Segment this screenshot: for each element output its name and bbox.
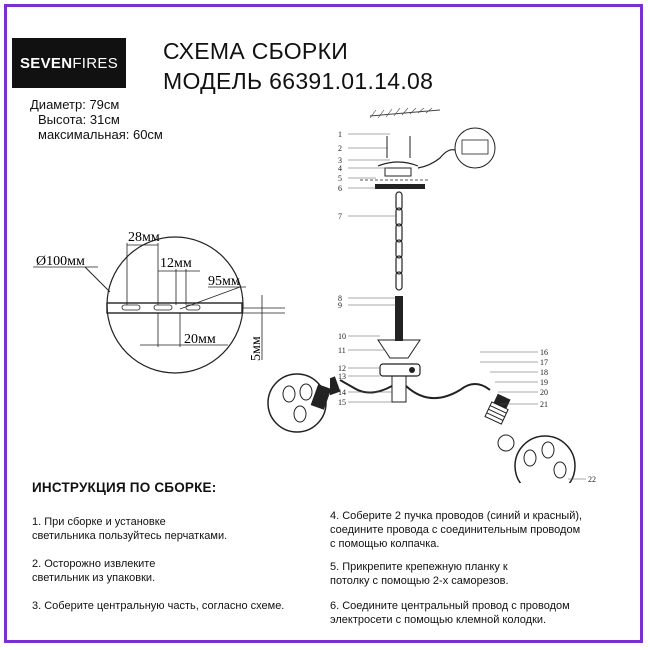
instruction-step-5: 5. Прикрепите крепежную планку к потолку… bbox=[330, 561, 509, 587]
part-number-12: 12 bbox=[338, 364, 346, 373]
part-number-9: 9 bbox=[338, 301, 342, 310]
label-d12: 12мм bbox=[160, 256, 192, 271]
right-socket bbox=[484, 393, 511, 425]
label-d100: Ø100мм bbox=[36, 254, 85, 269]
mounting-bracket bbox=[377, 161, 419, 167]
page-border bbox=[4, 4, 643, 643]
page-title: СХЕМА СБОРКИ МОДЕЛЬ 66391.01.14.08 bbox=[163, 36, 433, 96]
left-arm bbox=[339, 379, 393, 394]
decor-cup bbox=[377, 339, 421, 359]
label-d95: 95мм bbox=[208, 274, 240, 289]
part-number-14: 14 bbox=[338, 388, 346, 397]
light-bulb bbox=[497, 434, 515, 452]
part-number-3: 3 bbox=[338, 156, 342, 165]
part-number-13: 13 bbox=[338, 372, 346, 381]
canopy-detail-drawing: Ø100мм 28мм 12мм 95мм 20мм 5мм bbox=[33, 230, 285, 374]
part-number-7: 7 bbox=[338, 212, 342, 221]
part-number-1: 1 bbox=[338, 130, 342, 139]
max-height-text: максимальная: 60см bbox=[38, 127, 163, 142]
label-d5: 5мм bbox=[249, 336, 264, 361]
part-number-17: 17 bbox=[540, 358, 548, 367]
left-shade-drawing bbox=[267, 373, 332, 433]
canopy-plate bbox=[375, 184, 425, 189]
dim95-leader bbox=[179, 286, 241, 310]
part-number-18: 18 bbox=[540, 368, 548, 377]
center-rod bbox=[395, 296, 403, 341]
left-shade-dimple-3 bbox=[293, 405, 307, 423]
label-d20: 20мм bbox=[184, 332, 216, 347]
chandelier-schematic bbox=[330, 108, 576, 483]
part-number-10: 10 bbox=[338, 332, 346, 341]
part-number-4: 4 bbox=[338, 164, 342, 173]
left-shade-socket bbox=[310, 384, 332, 410]
part-number-5: 5 bbox=[338, 174, 342, 183]
part-number-20: 20 bbox=[540, 388, 548, 397]
wire-connector-zoom bbox=[454, 127, 496, 169]
right-shade-dimple-1 bbox=[523, 449, 537, 467]
instruction-step-6: 6. Соедините центральный провод с провод… bbox=[330, 600, 570, 626]
height-text: Высота: 31см bbox=[38, 112, 120, 127]
right-arm bbox=[405, 383, 491, 399]
right-glass-shade bbox=[514, 435, 576, 483]
hub-nut bbox=[409, 367, 415, 373]
diameter-text: Диаметр: 79см bbox=[30, 97, 120, 112]
terminal-block bbox=[384, 167, 412, 177]
part-number-21: 21 bbox=[540, 400, 548, 409]
part-number-19: 19 bbox=[540, 378, 548, 387]
label-d28: 28мм bbox=[128, 230, 160, 245]
part-number-6: 6 bbox=[338, 184, 342, 193]
left-shade-dimple-1 bbox=[282, 385, 296, 403]
supply-wire bbox=[417, 149, 456, 169]
instruction-step-2: 2. Осторожно извлеките светильник из упа… bbox=[32, 558, 156, 584]
part-number-8: 8 bbox=[338, 294, 342, 303]
right-shade-dimple-3 bbox=[553, 461, 567, 479]
instructions-header: ИНСТРУКЦИЯ ПО СБОРКЕ: bbox=[32, 480, 217, 495]
part-number-2: 2 bbox=[338, 144, 342, 153]
title-line-2: МОДЕЛЬ 66391.01.14.08 bbox=[163, 68, 434, 94]
left-socket bbox=[330, 376, 341, 396]
d100-leader bbox=[84, 266, 111, 293]
plate-slot-center bbox=[153, 304, 173, 311]
instruction-step-4: 4. Соберите 2 пучка проводов (синий и кр… bbox=[330, 510, 583, 550]
plate-slot-left bbox=[121, 304, 141, 311]
connector-cap bbox=[461, 139, 489, 155]
part-number-16: 16 bbox=[540, 348, 548, 357]
part-number-22: 22 bbox=[588, 475, 596, 484]
logo-bold-text: SEVEN bbox=[19, 54, 73, 72]
instruction-step-3: 3. Соберите центральную часть, согласно … bbox=[32, 600, 285, 612]
suspension-chain bbox=[395, 191, 403, 291]
right-shade-dimple-2 bbox=[541, 441, 555, 459]
instruction-step-1: 1. При сборке и установке светильника по… bbox=[32, 516, 228, 542]
plate-slot-right bbox=[185, 304, 201, 311]
ceiling-hatch bbox=[369, 108, 441, 119]
hub-body bbox=[391, 375, 407, 403]
dimensions-block: Диаметр: 79см Высота: 31см максимальная:… bbox=[30, 97, 163, 142]
part-number-11: 11 bbox=[338, 346, 346, 355]
part-number-15: 15 bbox=[338, 398, 346, 407]
left-shade-dimple-2 bbox=[299, 383, 313, 401]
title-line-1: СХЕМА СБОРКИ bbox=[163, 38, 349, 64]
logo-thin-text: FIRES bbox=[72, 54, 119, 72]
